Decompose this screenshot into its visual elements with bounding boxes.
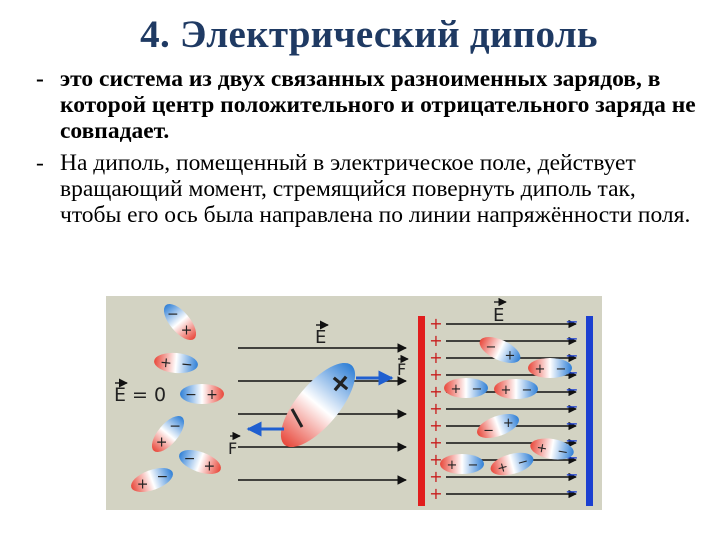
svg-text:−: −	[468, 458, 479, 473]
svg-text:−: −	[565, 329, 578, 348]
svg-text:−: −	[565, 312, 578, 331]
svg-text:+: +	[501, 383, 512, 398]
svg-text:−: −	[556, 362, 567, 377]
svg-text:−: −	[167, 307, 179, 323]
svg-text:+: +	[429, 331, 442, 350]
minus-signs: −−− −−− −−− −−	[565, 312, 578, 501]
svg-text:−: −	[522, 383, 533, 398]
svg-text:F: F	[228, 439, 237, 458]
svg-text:+: +	[181, 323, 193, 339]
plus-signs: +++ +++ +++ ++	[429, 314, 442, 503]
svg-text:+: +	[496, 459, 510, 476]
svg-text:E: E	[315, 327, 326, 348]
bullet-definition: - это система из двух связанных разноиме…	[36, 66, 696, 144]
svg-text:+: +	[429, 484, 442, 503]
svg-text:+: +	[429, 450, 442, 469]
e-field-label: E	[315, 320, 329, 348]
svg-text:−: −	[516, 454, 530, 471]
bullet-text: это система из двух связанных разноименн…	[60, 66, 696, 144]
svg-text:F: F	[397, 360, 406, 379]
svg-text:−: −	[169, 419, 181, 435]
svg-text:+: +	[429, 433, 442, 452]
svg-text:E: E	[493, 305, 504, 326]
svg-text:+: +	[503, 416, 514, 431]
svg-text:+: +	[429, 467, 442, 486]
svg-text:+: +	[156, 435, 168, 451]
svg-text:−: −	[565, 482, 578, 501]
positive-plate	[418, 316, 425, 506]
svg-text:−: −	[556, 444, 569, 461]
svg-text:+: +	[447, 458, 458, 473]
svg-text:+: +	[204, 458, 216, 474]
aligned-dipoles: −+ +− +− +− −+ +− +− +−	[440, 337, 574, 477]
large-dipole-minus	[290, 408, 304, 428]
slide-title: 4. Электрический диполь	[140, 13, 598, 56]
svg-text:−: −	[184, 451, 196, 467]
dipole-figure: E = 0 +− +− +− +− +− +−	[106, 296, 602, 510]
bullet-torque: - На диполь, помещенный в электрическое …	[36, 150, 696, 228]
svg-text:−: −	[483, 423, 494, 438]
force-right: F	[356, 354, 409, 386]
svg-text:+: +	[429, 416, 442, 435]
svg-text:+: +	[505, 349, 516, 364]
svg-text:+: +	[429, 314, 442, 333]
e-zero-label: E = 0	[114, 378, 166, 406]
random-dipoles: +− +− +− +− +− +−	[131, 303, 224, 492]
svg-text:+: +	[159, 355, 172, 372]
bullet-marker: -	[36, 150, 44, 176]
large-dipole	[280, 362, 356, 448]
svg-text:−: −	[472, 382, 483, 397]
bullet-marker: -	[36, 66, 44, 92]
svg-text:E = 0: E = 0	[114, 384, 166, 406]
negative-plate	[586, 316, 593, 506]
svg-text:+: +	[535, 440, 548, 457]
svg-text:+: +	[429, 365, 442, 384]
svg-text:+: +	[535, 362, 546, 377]
svg-text:+: +	[429, 382, 442, 401]
svg-text:+: +	[429, 348, 442, 367]
force-left: F	[228, 421, 284, 458]
svg-text:+: +	[429, 399, 442, 418]
svg-text:−: −	[565, 465, 578, 484]
svg-text:−: −	[185, 387, 197, 403]
svg-text:+: +	[451, 382, 462, 397]
svg-text:−: −	[485, 340, 496, 355]
svg-text:+: +	[137, 476, 149, 492]
svg-text:−: −	[565, 397, 578, 416]
svg-text:−: −	[565, 380, 578, 399]
bullet-text: На диполь, помещенный в электрическое по…	[60, 150, 691, 228]
svg-text:+: +	[206, 387, 218, 403]
e-field-label-plates: E	[493, 297, 507, 326]
svg-text:−: −	[180, 356, 193, 373]
svg-text:−: −	[565, 346, 578, 365]
svg-text:−: −	[156, 469, 168, 485]
svg-text:−: −	[565, 414, 578, 433]
